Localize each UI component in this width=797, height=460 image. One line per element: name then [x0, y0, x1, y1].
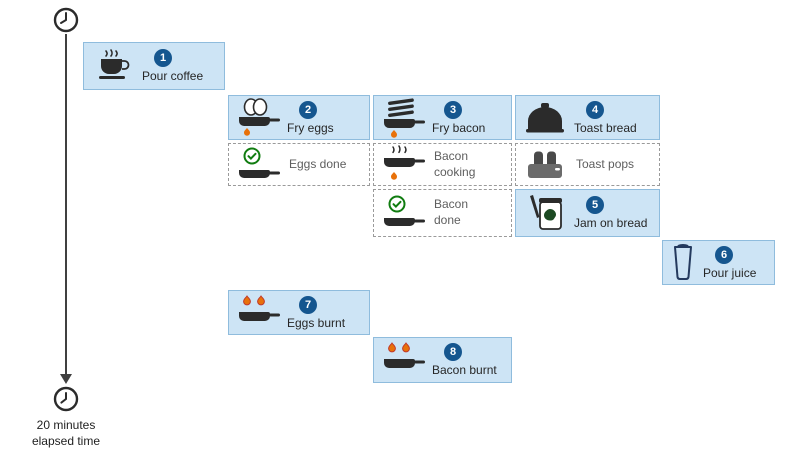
- task-pour-coffee: 1 Pour coffee: [83, 42, 225, 90]
- event-bacon-cooking: Bacon cooking: [373, 143, 512, 186]
- eggs-in-pan-icon: [235, 97, 281, 138]
- toast-popped-icon: [522, 148, 568, 182]
- task-fry-bacon: 3 Fry bacon: [373, 95, 512, 140]
- task-label: Fry eggs: [287, 120, 334, 135]
- caption-line: elapsed time: [31, 434, 101, 449]
- elapsed-time-caption: 20 minutes elapsed time: [14, 417, 118, 449]
- bacon-in-pan-icon: [380, 97, 426, 138]
- juice-glass-icon: [669, 243, 697, 282]
- task-label: Bacon burnt: [432, 363, 497, 377]
- task-pour-juice: 6 Pour juice: [662, 240, 775, 285]
- steaming-pan-icon: [380, 144, 426, 185]
- event-toast-pops: Toast pops: [515, 143, 660, 186]
- timeline-arrowhead-icon: [60, 374, 72, 384]
- caption-line: 20 minutes: [36, 418, 96, 432]
- clock-start-icon: [53, 7, 79, 38]
- task-fry-eggs: 2 Fry eggs: [228, 95, 370, 140]
- task-eggs-burnt: 7 Eggs burnt: [228, 290, 370, 335]
- check-pan-icon: [380, 195, 426, 231]
- burnt-pan-icon: [235, 294, 281, 332]
- task-bacon-burnt: 8 Bacon burnt: [373, 337, 512, 383]
- event-label: Eggs done: [289, 157, 346, 173]
- jam-jar-icon: [522, 194, 568, 232]
- step-number-badge: 1: [154, 49, 172, 67]
- event-label: Toast pops: [576, 157, 634, 173]
- event-bacon-done: Bacon done: [373, 189, 512, 237]
- clock-end-icon: [53, 386, 79, 417]
- step-number-badge: 3: [444, 100, 462, 119]
- event-label-line: Bacon: [434, 197, 469, 212]
- task-toast-bread: 4 Toast bread: [515, 95, 660, 140]
- check-pan-icon: [235, 147, 281, 183]
- task-label: Jam on bread: [574, 216, 648, 230]
- task-label: Pour juice: [703, 265, 757, 280]
- event-eggs-done: Eggs done: [228, 143, 370, 186]
- event-label-line: Bacon: [434, 148, 469, 163]
- task-jam-on-bread: 5 Jam on bread: [515, 189, 660, 237]
- timeline-line: [65, 34, 67, 374]
- event-label-line: cooking: [434, 164, 476, 179]
- step-number-badge: 5: [586, 196, 604, 214]
- event-label-line: Eggs done: [289, 156, 347, 171]
- coffee-cup-icon: [90, 49, 136, 83]
- task-label: Toast bread: [574, 120, 637, 135]
- event-label-line: done: [434, 213, 461, 227]
- step-number-badge: 6: [715, 245, 733, 264]
- event-label-line: Toast pops: [576, 156, 635, 171]
- task-label: Pour coffee: [142, 69, 204, 83]
- toaster-icon: [522, 101, 568, 135]
- task-label: Fry bacon: [432, 120, 486, 135]
- step-number-badge: 2: [299, 100, 317, 119]
- step-number-badge: 7: [299, 295, 317, 314]
- task-label: Eggs burnt: [287, 315, 346, 330]
- event-label: Bacon cooking: [434, 149, 475, 180]
- burnt-pan-icon: [380, 341, 426, 379]
- step-number-badge: 4: [586, 100, 604, 119]
- step-number-badge: 8: [444, 343, 462, 361]
- event-label: Bacon done: [434, 197, 468, 228]
